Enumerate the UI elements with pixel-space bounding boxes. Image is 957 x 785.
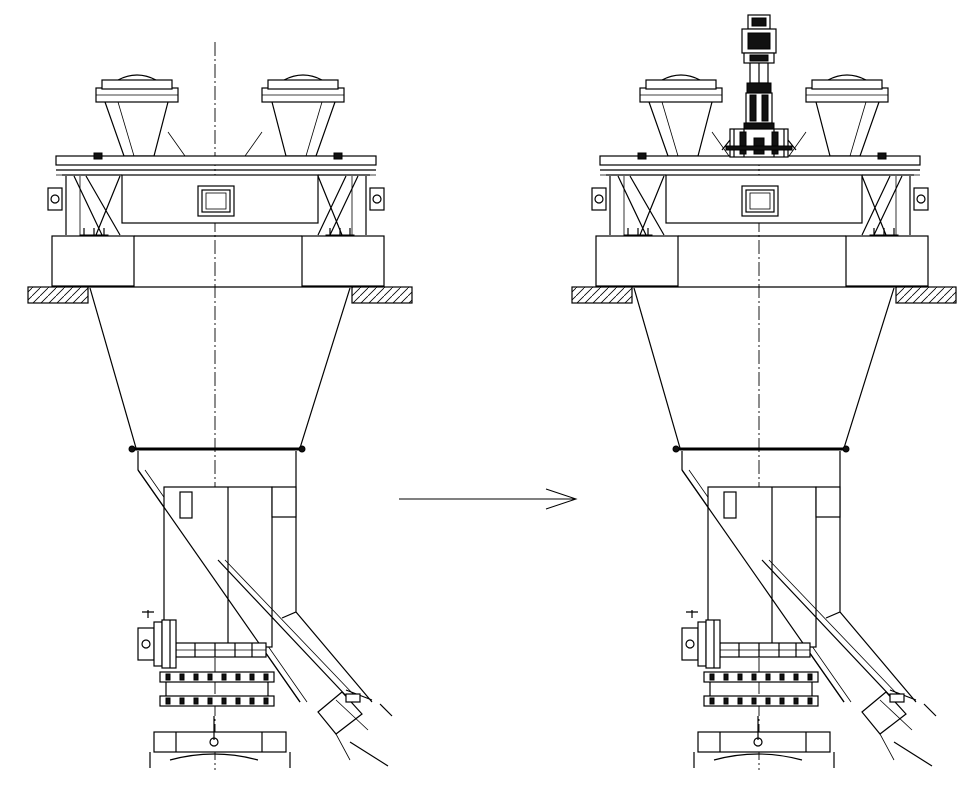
equipment-before (26, 40, 414, 772)
drive-unit (721, 14, 797, 158)
equipment-after (570, 14, 957, 772)
transition-arrow (399, 488, 578, 510)
